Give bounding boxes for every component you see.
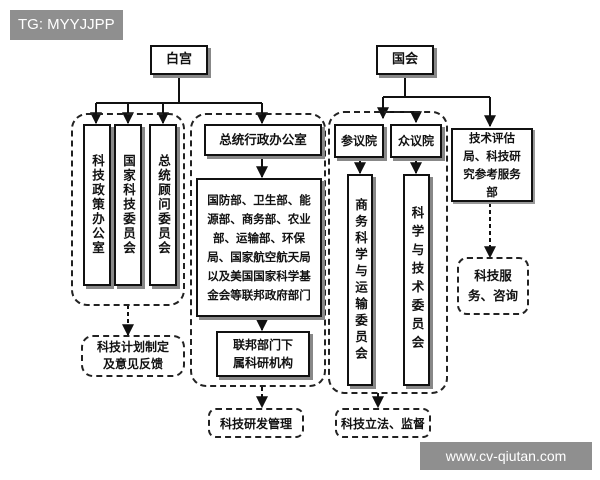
senate-committee-label: 商务科学与运输委员会 — [353, 197, 368, 363]
congress-box: 国会 — [376, 45, 434, 75]
rd-management-box: 科技研发管理 — [208, 408, 304, 438]
eop-box: 总统行政办公室 — [204, 124, 322, 156]
watermark-top: TG: MYYJJPP — [10, 10, 123, 40]
nstc-label: 国家科技委员会 — [121, 154, 136, 256]
plan-feedback-box: 科技计划制定及意见反馈 — [81, 335, 185, 377]
pcast-label: 总统顾问委员会 — [156, 154, 171, 256]
house-committee-box: 科学与技术委员会 — [403, 174, 430, 386]
congress-group — [328, 111, 448, 394]
ostp-box: 科技政策办公室 — [83, 124, 111, 286]
senate-box: 参议院 — [334, 124, 384, 158]
nstc-box: 国家科技委员会 — [114, 124, 142, 286]
legislation-box: 科技立法、监督 — [335, 408, 431, 438]
white-house-advisory-group — [71, 113, 185, 306]
svc-consult-box: 科技服务、咨询 — [457, 257, 529, 315]
senate-committee-box: 商务科学与运输委员会 — [347, 174, 373, 386]
house-committee-label: 科学与技术委员会 — [409, 206, 425, 354]
pcast-box: 总统顾问委员会 — [149, 124, 177, 286]
eop-group — [190, 113, 326, 387]
white-house-box: 白宫 — [150, 45, 208, 75]
house-box: 众议院 — [390, 124, 442, 158]
ostp-label: 科技政策办公室 — [90, 154, 105, 256]
support-agencies-box: 技术评估局、科技研究参考服务部 — [451, 128, 533, 202]
agencies-box: 国防部、卫生部、能源部、商务部、农业部、运输部、环保局、国家航空航天局以及美国国… — [196, 178, 322, 317]
fed-labs-box: 联邦部门下属科研机构 — [216, 331, 310, 377]
watermark-bottom: www.cv-qiutan.com — [420, 442, 592, 470]
